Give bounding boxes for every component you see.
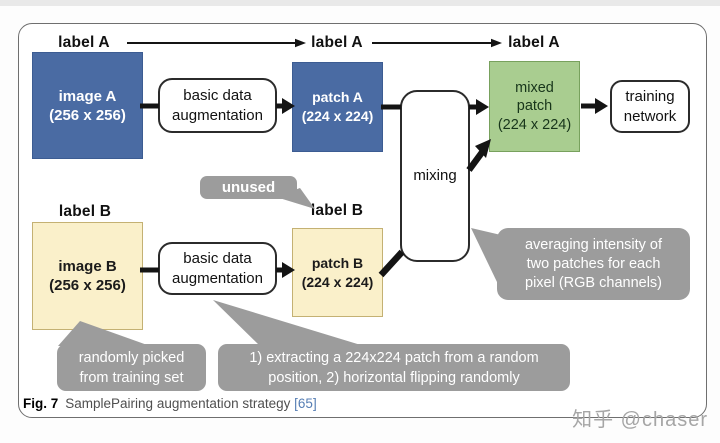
patch-a-box: patch A (224 x 224) <box>292 62 383 152</box>
mixed-patch-box: mixed patch (224 x 224) <box>489 61 580 152</box>
mixing-box: mixing <box>400 90 470 262</box>
label-a-2: label A <box>311 34 363 51</box>
basic-aug-top-line2: augmentation <box>172 106 263 124</box>
label-a-1: label A <box>58 34 110 51</box>
basic-augmentation-top-box: basic data augmentation <box>158 78 277 133</box>
unused-callout-label: unused <box>221 179 276 196</box>
randomly-picked-line1: randomly picked <box>78 349 185 366</box>
figure-caption: Fig. 7 SamplePairing augmentation strateg… <box>23 396 317 411</box>
image-b-box: image B (256 x 256) <box>32 222 143 330</box>
mixed-patch-size: (224 x 224) <box>497 116 572 133</box>
averaging-callout: averaging intensity of two patches for e… <box>497 228 690 300</box>
image-a-box: image A (256 x 256) <box>32 52 143 159</box>
mixed-patch-line1: mixed <box>515 79 554 96</box>
basic-aug-bottom-line2: augmentation <box>172 269 263 287</box>
patch-extraction-line1: 1) extracting a 224x224 patch from a ran… <box>249 349 539 366</box>
randomly-picked-line2: from training set <box>79 369 184 386</box>
averaging-line3: pixel (RGB channels) <box>525 274 662 291</box>
basic-augmentation-bottom-box: basic data augmentation <box>158 242 277 295</box>
patch-b-box: patch B (224 x 224) <box>292 228 383 317</box>
zhihu-watermark: 知乎 @chaser <box>572 409 708 431</box>
image-a-name: image A <box>58 87 117 105</box>
label-b-1: label B <box>58 203 112 220</box>
patch-extraction-callout: 1) extracting a 224x224 patch from a ran… <box>218 344 570 391</box>
image-a-size: (256 x 256) <box>49 106 126 124</box>
averaging-line1: averaging intensity of <box>524 236 663 253</box>
top-strip <box>0 0 720 6</box>
averaging-line2: two patches for each <box>526 255 661 272</box>
basic-aug-top-line1: basic data <box>183 87 252 104</box>
unused-callout: unused <box>200 176 297 199</box>
image-b-name: image B <box>58 258 117 275</box>
patch-b-size: (224 x 224) <box>301 273 374 290</box>
label-b-2: label B <box>310 202 364 219</box>
mixed-patch-line2: patch <box>516 98 553 115</box>
randomly-picked-callout: randomly picked from training set <box>57 344 206 391</box>
patch-b-name: patch B <box>311 254 364 271</box>
patch-extraction-line2: position, 2) horizontal flipping randoml… <box>268 369 520 386</box>
patch-a-size: (224 x 224) <box>301 108 374 124</box>
patch-a-name: patch A <box>312 89 363 105</box>
training-network-line2: network <box>623 107 677 125</box>
basic-aug-bottom-line1: basic data <box>183 250 252 267</box>
figure-caption-reference: [65] <box>294 396 317 411</box>
figure-caption-text: SamplePairing augmentation strategy <box>65 396 291 411</box>
training-network-box: training network <box>610 80 690 133</box>
figure-caption-label: Fig. 7 <box>23 396 59 411</box>
label-a-3: label A <box>508 34 560 51</box>
image-b-size: (256 x 256) <box>49 277 126 294</box>
training-network-line1: training <box>625 88 675 105</box>
mixing-label: mixing <box>413 167 457 185</box>
